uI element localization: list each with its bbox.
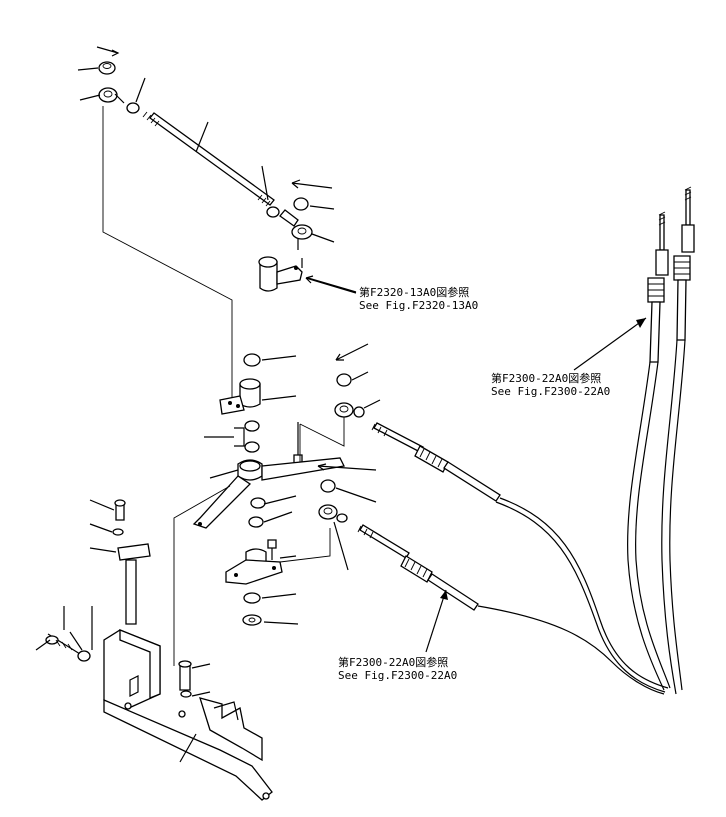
callout-en: See Fig.F2300-22A0 <box>338 669 458 682</box>
upper-lever <box>258 256 357 294</box>
callout-arrow-2 <box>573 317 647 371</box>
control-cable-2 <box>357 524 665 695</box>
callout-en: See Fig.F2300-22A0 <box>491 385 611 398</box>
callout-en: See Fig.F2320-13A0 <box>359 299 479 312</box>
callout-f2320-13a0: 第F2320-13A0図参照 See Fig.F2320-13A0 <box>359 286 478 312</box>
callout-f2300-22a0-lower: 第F2300-22A0図参照 See Fig.F2300-22A0 <box>338 656 457 682</box>
callout-f2300-22a0-upper: 第F2300-22A0図参照 See Fig.F2300-22A0 <box>491 372 610 398</box>
callout-jp: 第F2320-13A0図参照 <box>359 286 470 299</box>
control-cable-3 <box>627 211 671 691</box>
mounting-bracket <box>35 606 273 801</box>
callout-arrow-1 <box>307 277 357 293</box>
control-cable-4 <box>661 186 695 695</box>
callout-arrow-3 <box>425 589 448 653</box>
callout-jp: 第F2300-22A0図参照 <box>491 372 602 385</box>
guide-line-lower <box>173 485 231 666</box>
cable-end-lower <box>317 463 377 571</box>
guide-line-box <box>279 410 345 563</box>
middle-assembly <box>192 353 345 626</box>
control-cable-1 <box>371 422 669 693</box>
left-pin-assembly <box>89 499 151 625</box>
guide-line-left <box>102 106 233 397</box>
callout-jp: 第F2300-22A0図参照 <box>338 656 449 669</box>
upper-rod-assembly <box>77 46 335 250</box>
cable-end-upper <box>334 343 381 418</box>
